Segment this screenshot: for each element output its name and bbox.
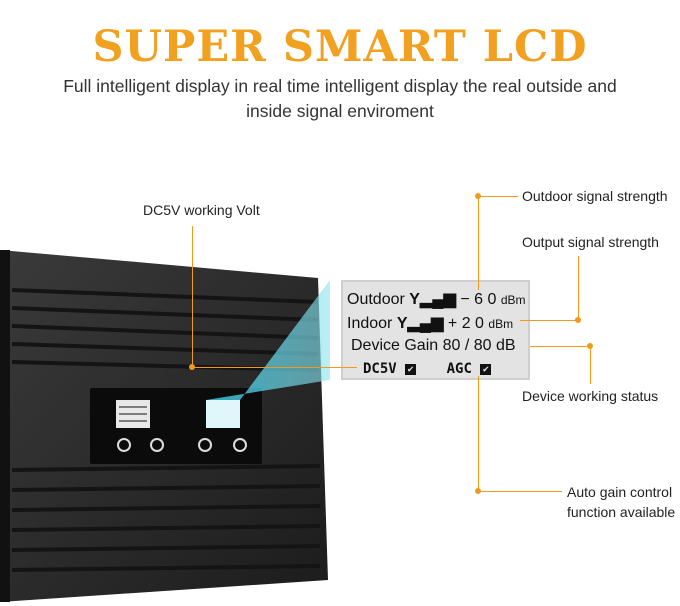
label-agc-line-2: function available (567, 504, 676, 520)
callout-dc5v-vertical (192, 226, 193, 367)
antenna-signal-icon: Y▂▄▆ (409, 291, 456, 308)
callout-dot (475, 193, 481, 199)
lcd-outdoor-label: Outdoor (347, 291, 405, 308)
lcd-outdoor-row: Outdoor Y▂▄▆ − 6 0 dBm (347, 289, 526, 309)
label-agc-line-1: Auto gain control (567, 484, 673, 500)
subtitle: Full intelligent display in real time in… (20, 74, 660, 124)
callout-dot (475, 488, 481, 494)
lcd-outdoor-value: − 6 0 (460, 291, 497, 308)
checkmark-icon: ✔ (480, 363, 492, 375)
lcd-gain-row: Device Gain 80 / 80 dB (351, 337, 516, 355)
lcd-indoor-value: + 2 0 (447, 315, 484, 332)
subtitle-line-1: Full intelligent display in real time in… (63, 76, 617, 96)
lcd-agc-label: AGC (446, 361, 472, 377)
label-outdoor-strength: Outdoor signal strength (522, 188, 668, 204)
callout-dot (587, 343, 593, 349)
lcd-gain-value: 80 / 80 dB (442, 337, 516, 354)
callout-status-horizontal (530, 346, 590, 347)
callout-output-horizontal (520, 320, 578, 321)
lcd-gain-label: Gain (404, 337, 439, 354)
callout-outdoor-horizontal (478, 196, 518, 197)
subtitle-line-2: inside signal enviroment (246, 101, 434, 121)
lcd-indoor-unit: dBm (488, 317, 514, 331)
checkmark-icon: ✔ (405, 363, 417, 375)
lcd-dc5v-label: DC5V (363, 361, 397, 377)
callout-agc-horizontal (478, 491, 562, 492)
label-output-strength: Output signal strength (522, 234, 659, 250)
repeater-device (0, 250, 330, 602)
lcd-device-label: Device (351, 337, 400, 354)
lcd-outdoor-unit: dBm (500, 293, 526, 307)
callout-outdoor-vertical (478, 196, 479, 290)
callout-dc5v-horizontal (192, 367, 357, 368)
callout-output-vertical (578, 256, 579, 320)
callout-dot (575, 317, 581, 323)
antenna-signal-icon: Y▂▄▆ (396, 315, 444, 332)
lcd-status-row: DC5V ✔ AGC ✔ (363, 361, 492, 377)
callout-agc-vertical (478, 376, 479, 491)
lcd-display: Outdoor Y▂▄▆ − 6 0 dBm Indoor Y▂▄▆ + 2 0… (341, 280, 530, 380)
label-device-status: Device working status (522, 388, 659, 404)
callout-status-vertical (590, 346, 591, 384)
lcd-indoor-label: Indoor (347, 315, 393, 332)
page-title: SUPER SMART LCD (92, 22, 588, 72)
label-dc5v: DC5V working Volt (143, 202, 260, 218)
lcd-indoor-row: Indoor Y▂▄▆ + 2 0 dBm (347, 313, 513, 333)
callout-dot (189, 364, 195, 370)
